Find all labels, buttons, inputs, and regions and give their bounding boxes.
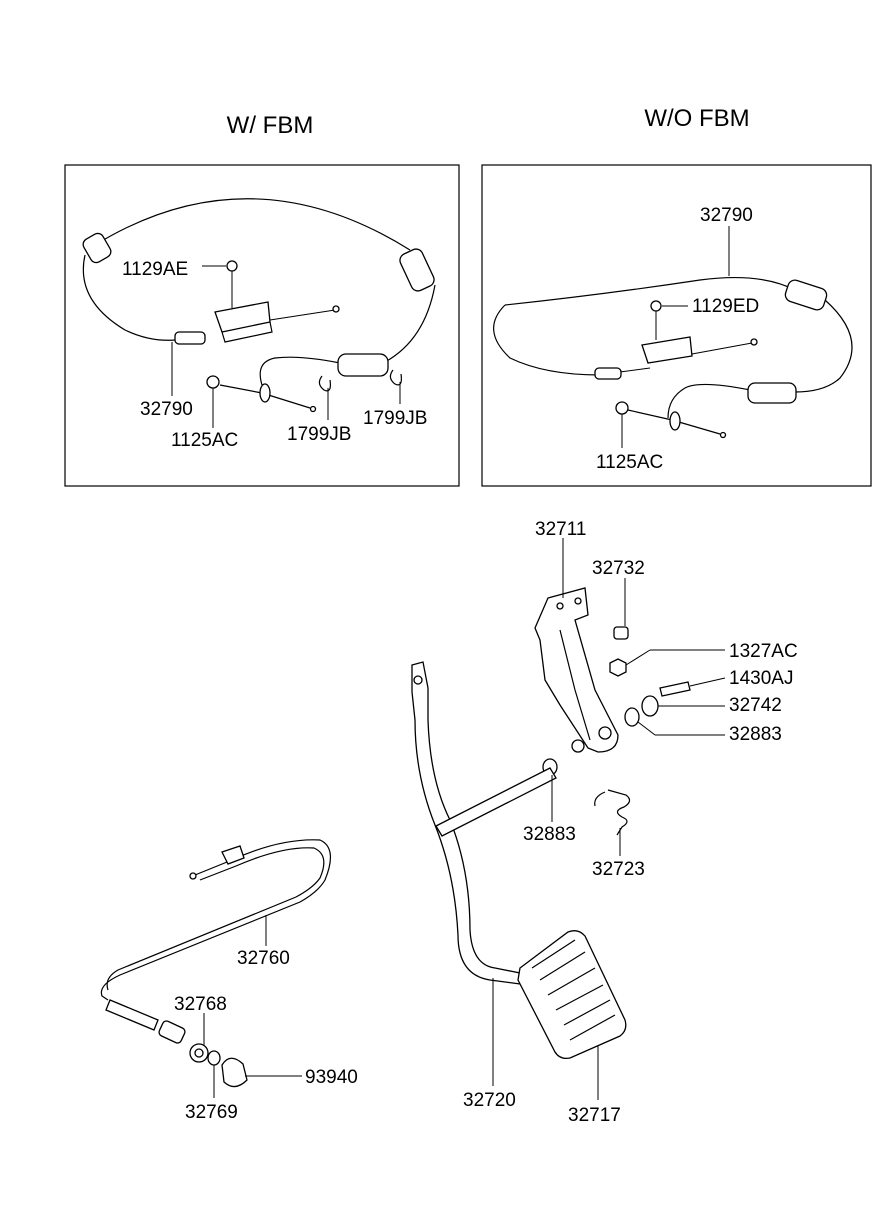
label-32760: 32760 — [237, 948, 290, 969]
clip-1799jb-b — [389, 369, 402, 386]
cable-end-b — [750, 338, 758, 346]
label-1799jb-a: 1799JB — [287, 424, 351, 445]
bushing-32883-a — [624, 707, 640, 727]
cable-bracket-lower — [221, 321, 273, 343]
label-32768: 32768 — [174, 994, 227, 1015]
label-1129ed: 1129ED — [692, 296, 759, 317]
accel-cable-outer — [100, 839, 331, 1001]
pedal-arm-eye — [413, 675, 423, 685]
cable-inner-wire-b — [691, 342, 753, 355]
label-32723: 32723 — [592, 859, 645, 880]
return-spring-32723 — [594, 789, 631, 836]
cable-boot-right — [399, 248, 435, 292]
bolt-1129ed — [650, 300, 662, 312]
cable-lower — [259, 356, 341, 386]
panel-without-fbm: 32790 1129ED 1125AC — [481, 164, 872, 487]
label-32717: 32717 — [568, 1105, 621, 1126]
label-1327ac: 1327AC — [729, 641, 798, 662]
label-1129ae: 1129AE — [122, 259, 188, 280]
label-93940: 93940 — [305, 1067, 358, 1088]
label-32883-b: 32883 — [523, 824, 576, 845]
grommet-32769 — [207, 1050, 221, 1066]
accel-cable-inner — [106, 847, 325, 991]
accel-cable-tip — [189, 872, 197, 880]
pedal-pad-ribs — [531, 939, 616, 1041]
cable-right-loop — [384, 284, 436, 363]
label-32720: 32720 — [463, 1090, 516, 1111]
leader-1327ac-a — [625, 649, 651, 666]
bolt-1125ac-b — [615, 401, 629, 415]
cable-adjuster — [174, 331, 206, 345]
label-32732: 32732 — [592, 558, 645, 579]
cable-bracket — [214, 301, 271, 333]
pedal-assembly: 32711 32732 1327AC 1430AJ 32742 32883 32… — [411, 519, 798, 1126]
label-32711: 32711 — [535, 519, 586, 540]
label-1799jb-b: 1799JB — [363, 408, 427, 429]
pedal-pad — [517, 930, 627, 1060]
bracket-pivot-right — [598, 726, 612, 740]
washer-32768-hole — [194, 1048, 204, 1058]
panel-with-fbm: 1129AE 32790 1125AC 1799JB 1799JB — [64, 164, 460, 487]
pedal-pivot-shaft — [435, 767, 557, 837]
leader-1430aj — [689, 677, 726, 687]
bushing-32742 — [641, 695, 659, 717]
cable-clevis — [259, 383, 271, 403]
label-32790-a: 32790 — [140, 399, 193, 420]
leader-32883-a-1 — [637, 721, 656, 736]
section-title-with-fbm: W/ FBM — [227, 112, 314, 139]
clip-1799jb-a — [318, 375, 331, 392]
cable-bracket-b — [641, 336, 693, 364]
cable-wire-b-left — [619, 367, 651, 373]
cable-boot-left — [82, 232, 112, 264]
bracket-pivot-left — [571, 739, 585, 753]
bracket-hole-a — [556, 602, 564, 610]
cable-left-loop — [82, 254, 176, 341]
label-32742: 32742 — [729, 695, 782, 716]
panel-with-fbm-frame — [64, 164, 460, 487]
cable-sleeve — [337, 353, 389, 377]
panel-without-fbm-frame — [481, 164, 872, 487]
nut-1327ac — [609, 658, 627, 677]
stopper-32732 — [613, 626, 629, 640]
cable-end — [332, 305, 340, 313]
label-32883-a: 32883 — [729, 724, 782, 745]
label-1430aj: 1430AJ — [729, 668, 793, 689]
cable-clevis-b — [669, 411, 681, 431]
cable-upper — [504, 276, 796, 306]
cable-left-loop-b — [493, 304, 601, 376]
cable-inner-wire — [269, 309, 336, 321]
cable-adjuster-b — [594, 367, 622, 380]
pedal-bracket-rib — [559, 629, 591, 741]
pin-end-b — [719, 431, 727, 439]
pin-end — [309, 405, 317, 413]
bracket-hole-b — [574, 597, 582, 605]
pedal-arm — [411, 661, 531, 986]
cable-boot-b — [784, 279, 828, 311]
label-32769: 32769 — [185, 1102, 238, 1123]
label-32790-b: 32790 — [700, 205, 753, 226]
accelerator-cable-assembly: 32760 32768 93940 32769 — [100, 839, 358, 1123]
label-1125ac-a: 1125AC — [171, 430, 238, 451]
bolt-1129ae — [226, 260, 238, 272]
accel-cable-conduit — [105, 999, 159, 1031]
cable-lower-b — [667, 383, 751, 419]
cable-right-loop-b — [794, 299, 853, 393]
cable-sleeve-b — [747, 382, 797, 404]
section-title-without-fbm: W/O FBM — [644, 105, 749, 132]
pin-1430aj — [659, 681, 691, 697]
accel-cable-adjuster — [158, 1020, 186, 1044]
bolt-1125ac — [206, 375, 220, 389]
cable-upper-arc — [94, 198, 411, 251]
label-1125ac-b: 1125AC — [596, 452, 663, 473]
accel-cable-end-clip — [221, 845, 245, 865]
pedal-bracket — [534, 587, 619, 753]
cap-93940 — [221, 1057, 248, 1088]
